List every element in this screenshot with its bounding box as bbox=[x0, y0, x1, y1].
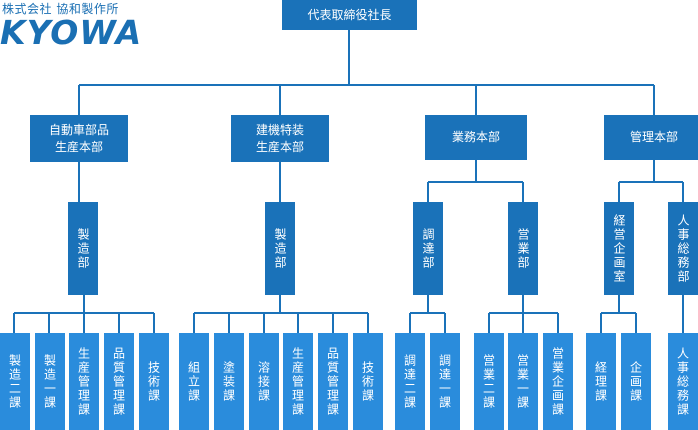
section-box: 溶接課 bbox=[249, 333, 279, 430]
dept-manufacturing-1: 製造部 bbox=[68, 202, 98, 295]
division-administration: 管理本部 bbox=[604, 115, 698, 160]
section-box: 人事総務課 bbox=[668, 333, 698, 430]
section-box: 技術課 bbox=[139, 333, 169, 430]
section-box: 品質管理課 bbox=[318, 333, 348, 430]
section-box: 組立課 bbox=[179, 333, 209, 430]
dept-sales: 営業部 bbox=[508, 202, 538, 295]
section-box: 製造一課 bbox=[35, 333, 65, 430]
division-business: 業務本部 bbox=[425, 115, 527, 160]
section-box: 品質管理課 bbox=[104, 333, 134, 430]
section-box: 営業企画課 bbox=[543, 333, 573, 430]
div1-connector bbox=[13, 162, 155, 333]
section-box: 調達一課 bbox=[430, 333, 460, 430]
section-box: 企画課 bbox=[621, 333, 651, 430]
dept-corporate-planning: 経営企画室 bbox=[604, 202, 634, 295]
company-name: 株式会社 協和製作所 bbox=[2, 2, 119, 16]
section-box: 生産管理課 bbox=[283, 333, 313, 430]
section-box: 塗装課 bbox=[214, 333, 244, 430]
ceo-box: 代表取締役社長 bbox=[282, 0, 417, 30]
div4-connector bbox=[600, 160, 684, 333]
section-box: 調達二課 bbox=[395, 333, 425, 430]
ceo-connector bbox=[78, 30, 655, 115]
div3-connector bbox=[409, 160, 559, 333]
section-box: 営業一課 bbox=[508, 333, 538, 430]
section-box: 経理課 bbox=[586, 333, 616, 430]
company-logo: KYOWA bbox=[0, 13, 143, 52]
div2-connector bbox=[193, 162, 369, 333]
section-box: 製造二課 bbox=[0, 333, 30, 430]
section-box: 生産管理課 bbox=[69, 333, 99, 430]
dept-procurement: 調達部 bbox=[413, 202, 443, 295]
section-box: 営業二課 bbox=[474, 333, 504, 430]
division-construction: 建機特装 生産本部 bbox=[231, 115, 329, 162]
dept-hr-general: 人事総務部 bbox=[668, 202, 698, 295]
division-auto-parts: 自動車部品 生産本部 bbox=[30, 115, 128, 162]
dept-manufacturing-2: 製造部 bbox=[265, 202, 295, 295]
section-box: 技術課 bbox=[353, 333, 383, 430]
